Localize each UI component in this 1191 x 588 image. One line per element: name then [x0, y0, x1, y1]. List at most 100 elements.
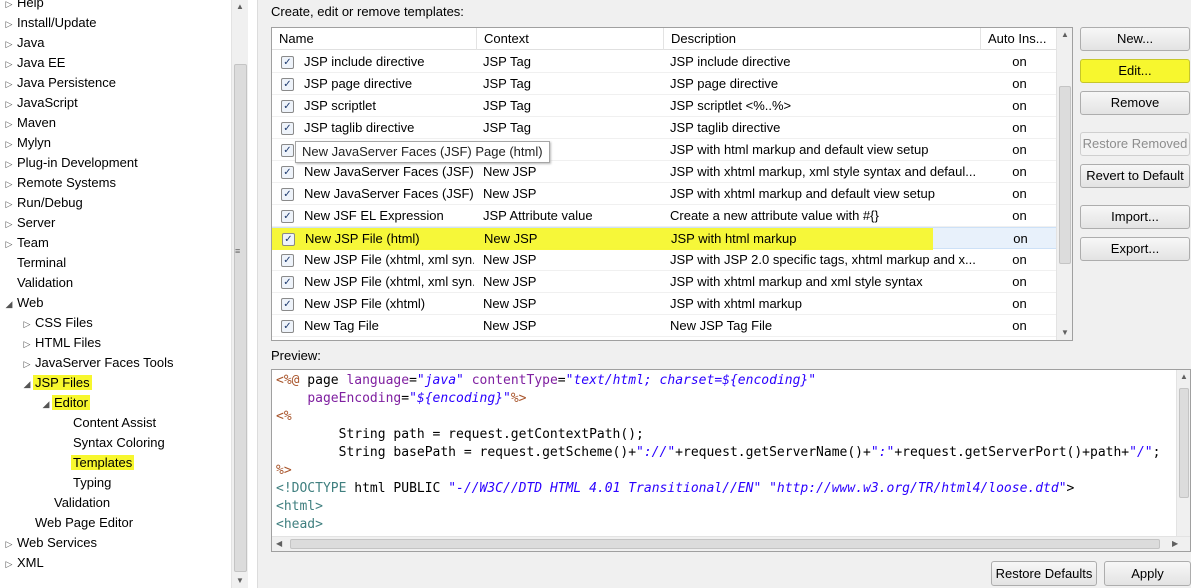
sash-divider[interactable] — [248, 0, 258, 588]
enabled-checkbox[interactable]: ✓ — [281, 320, 294, 333]
collapsed-arrow-icon[interactable]: ▷ — [5, 99, 13, 109]
column-header-auto-insert[interactable]: Auto Ins... — [981, 28, 1058, 50]
enabled-checkbox[interactable]: ✓ — [281, 78, 294, 91]
tree-item[interactable]: ▷Mylyn — [3, 133, 53, 153]
preferences-tree[interactable]: ▷Help▷Install/Update▷Java▷Java EE▷Java P… — [0, 0, 231, 588]
collapsed-arrow-icon[interactable]: ▷ — [5, 79, 13, 89]
scroll-up-icon[interactable]: ▲ — [1061, 30, 1069, 39]
tree-item[interactable]: Content Assist — [59, 413, 158, 433]
collapsed-arrow-icon[interactable]: ▷ — [5, 219, 13, 229]
tree-item[interactable]: ▷HTML Files — [21, 333, 103, 353]
enabled-checkbox[interactable]: ✓ — [281, 166, 294, 179]
tree-item[interactable]: ▷Java Persistence — [3, 73, 118, 93]
collapsed-arrow-icon[interactable]: ▷ — [23, 339, 31, 349]
scroll-right-icon[interactable]: ▶ — [1172, 539, 1179, 548]
scroll-down-icon[interactable]: ▼ — [236, 576, 244, 585]
tree-item[interactable]: ▷Web Services — [3, 533, 99, 553]
column-header-description[interactable]: Description — [664, 28, 981, 50]
collapsed-arrow-icon[interactable]: ▷ — [5, 199, 13, 209]
collapsed-arrow-icon[interactable]: ▷ — [23, 319, 31, 329]
tree-item[interactable]: Terminal — [3, 253, 68, 273]
preview-vscroll-thumb[interactable] — [1179, 388, 1189, 498]
table-scrollbar[interactable]: ▲ ▼ — [1056, 28, 1072, 340]
enabled-checkbox[interactable]: ✓ — [281, 276, 294, 289]
collapsed-arrow-icon[interactable]: ▷ — [5, 239, 13, 249]
tree-item[interactable]: ▷Run/Debug — [3, 193, 85, 213]
collapsed-arrow-icon[interactable]: ▷ — [5, 139, 13, 149]
enabled-checkbox[interactable]: ✓ — [282, 233, 295, 246]
template-preview[interactable]: <%@ page language="java" contentType="te… — [271, 369, 1191, 552]
collapsed-arrow-icon[interactable]: ▷ — [5, 0, 13, 9]
collapsed-arrow-icon[interactable]: ▷ — [23, 359, 31, 369]
tree-item[interactable]: ▷Help — [3, 0, 46, 13]
collapsed-arrow-icon[interactable]: ▷ — [5, 59, 13, 69]
enabled-checkbox[interactable]: ✓ — [281, 56, 294, 69]
tree-item[interactable]: Typing — [59, 473, 113, 493]
scroll-up-icon[interactable]: ▲ — [236, 2, 244, 11]
tree-item[interactable]: ▷JavaServer Faces Tools — [21, 353, 176, 373]
tree-item[interactable]: ▷CSS Files — [21, 313, 95, 333]
tree-item[interactable]: ◢JSP Files — [21, 373, 92, 393]
table-scroll-thumb[interactable] — [1059, 86, 1071, 264]
enabled-checkbox[interactable]: ✓ — [281, 254, 294, 267]
tree-scroll-thumb[interactable] — [234, 64, 247, 572]
apply-button[interactable]: Apply — [1104, 561, 1191, 586]
tree-item[interactable]: ◢Web — [3, 293, 46, 313]
scroll-down-icon[interactable]: ▼ — [1061, 328, 1069, 337]
collapsed-arrow-icon[interactable]: ▷ — [5, 39, 13, 49]
enabled-checkbox[interactable]: ✓ — [281, 298, 294, 311]
collapsed-arrow-icon[interactable]: ▷ — [5, 179, 13, 189]
tree-item[interactable]: Validation — [3, 273, 75, 293]
tree-scrollbar[interactable]: ▲ ≡ ▼ — [231, 0, 248, 588]
new-button[interactable]: New... — [1080, 27, 1190, 51]
collapsed-arrow-icon[interactable]: ▷ — [5, 159, 13, 169]
enabled-checkbox[interactable]: ✓ — [281, 210, 294, 223]
preview-hscrollbar[interactable]: ◀ ▶ — [272, 536, 1190, 551]
tree-item[interactable]: Web Page Editor — [21, 513, 135, 533]
tree-item[interactable]: ▷XML — [3, 553, 46, 573]
tree-item[interactable]: ▷Install/Update — [3, 13, 99, 33]
edit-button[interactable]: Edit... — [1080, 59, 1190, 83]
import-button[interactable]: Import... — [1080, 205, 1190, 229]
enabled-checkbox[interactable]: ✓ — [281, 144, 294, 157]
scroll-left-icon[interactable]: ◀ — [276, 539, 283, 548]
tree-item[interactable]: ▷Java — [3, 33, 46, 53]
tree-item[interactable]: ▷Team — [3, 233, 51, 253]
enabled-checkbox[interactable]: ✓ — [281, 100, 294, 113]
collapsed-arrow-icon[interactable]: ▷ — [5, 559, 13, 569]
enabled-checkbox[interactable]: ✓ — [281, 122, 294, 135]
revert-to-default-button[interactable]: Revert to Default — [1080, 164, 1190, 188]
tree-item[interactable]: Templates — [59, 453, 135, 473]
scroll-up-icon[interactable]: ▲ — [1180, 372, 1188, 381]
expanded-arrow-icon[interactable]: ◢ — [5, 299, 13, 309]
remove-button[interactable]: Remove — [1080, 91, 1190, 115]
tree-item[interactable]: ▷Remote Systems — [3, 173, 118, 193]
expanded-arrow-icon[interactable]: ◢ — [23, 379, 31, 389]
preview-hscroll-thumb[interactable] — [290, 539, 1160, 549]
templates-table[interactable]: Name Context Description Auto Ins... ✓JS… — [271, 27, 1073, 341]
column-header-name[interactable]: Name — [272, 28, 477, 50]
tree-item[interactable]: Syntax Coloring — [59, 433, 167, 453]
tree-item[interactable]: ◢Editor — [40, 393, 90, 413]
collapsed-arrow-icon[interactable]: ▷ — [5, 19, 13, 29]
collapsed-arrow-icon[interactable]: ▷ — [5, 119, 13, 129]
tree-item[interactable]: ▷Plug-in Development — [3, 153, 140, 173]
export-button[interactable]: Export... — [1080, 237, 1190, 261]
tree-item[interactable]: Validation — [40, 493, 112, 513]
tree-item[interactable]: ▷Server — [3, 213, 57, 233]
enabled-checkbox[interactable]: ✓ — [281, 188, 294, 201]
tree-item[interactable]: ▷JavaScript — [3, 93, 80, 113]
restore-removed-button[interactable]: Restore Removed — [1080, 132, 1190, 156]
preview-vscrollbar[interactable]: ▲ — [1176, 370, 1190, 537]
